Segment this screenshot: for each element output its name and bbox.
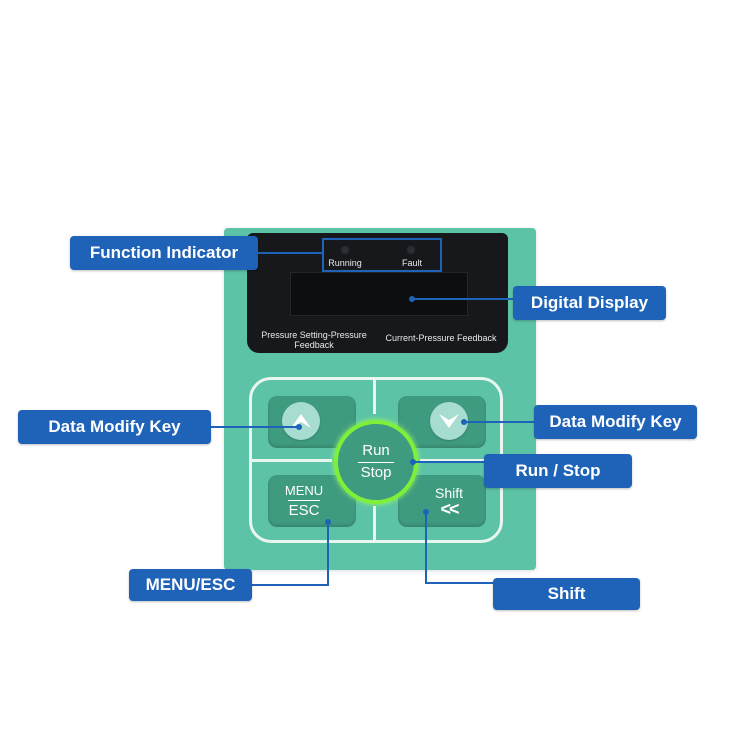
indicator-bracket-right — [440, 238, 442, 272]
run-stop-button[interactable]: Run Stop — [334, 420, 418, 504]
pressure-setting-line1: Pressure Setting-Pressure — [261, 330, 367, 340]
shift-callout: Shift — [493, 578, 640, 610]
menu-esc-divider — [288, 500, 320, 501]
run-stop-dot — [410, 459, 416, 465]
fault-label: Fault — [401, 258, 422, 268]
data-modify-left-dot — [296, 424, 302, 430]
shift-button[interactable]: Shift << — [398, 475, 486, 527]
menu-esc-leader-horizontal — [252, 584, 329, 586]
function-indicator-leader — [258, 252, 322, 254]
digital-display-window — [290, 272, 468, 316]
running-led-icon — [340, 245, 350, 255]
data-modify-key-left-callout: Data Modify Key — [18, 410, 211, 444]
keypad-divider-top — [373, 380, 376, 414]
esc-label: ESC — [288, 502, 320, 519]
run-stop-leader — [414, 461, 484, 463]
current-pressure-label: Current-Pressure Feedback — [385, 333, 497, 343]
function-indicator-callout: Function Indicator — [70, 236, 258, 270]
data-modify-right-leader — [466, 421, 534, 423]
keypad-divider-left — [252, 459, 332, 462]
running-label: Running — [328, 258, 362, 268]
shift-leader-horizontal — [425, 582, 493, 584]
pressure-setting-line2: Feedback — [294, 340, 334, 350]
fault-led-icon — [406, 245, 416, 255]
data-modify-key-right-callout: Data Modify Key — [534, 405, 697, 439]
pressure-setting-label: Pressure Setting-Pressure Feedback — [256, 330, 372, 350]
keypad-divider-right — [420, 459, 500, 462]
indicator-bracket-top — [322, 238, 442, 240]
run-stop-callout: Run / Stop — [484, 454, 632, 488]
run-label: Run — [362, 442, 390, 459]
digital-display-callout: Digital Display — [513, 286, 666, 320]
menu-esc-leader-vertical — [327, 522, 329, 586]
data-modify-left-leader — [211, 426, 299, 428]
shift-key-label: Shift — [434, 485, 463, 501]
up-arrow-icon — [282, 402, 320, 440]
digital-display-dot — [409, 296, 415, 302]
indicator-bracket-left — [322, 238, 324, 272]
indicator-bracket-bottom — [322, 270, 442, 272]
stop-label: Stop — [360, 464, 392, 481]
shift-double-chevron-icon: << — [440, 499, 459, 519]
data-modify-right-dot — [461, 419, 467, 425]
keypad-divider-bottom — [373, 506, 376, 540]
menu-esc-callout: MENU/ESC — [129, 569, 252, 601]
digital-display-leader — [413, 298, 513, 300]
shift-leader-vertical — [425, 512, 427, 584]
up-key-button[interactable] — [268, 396, 356, 448]
menu-label: MENU — [284, 483, 324, 498]
run-stop-divider — [358, 462, 394, 463]
